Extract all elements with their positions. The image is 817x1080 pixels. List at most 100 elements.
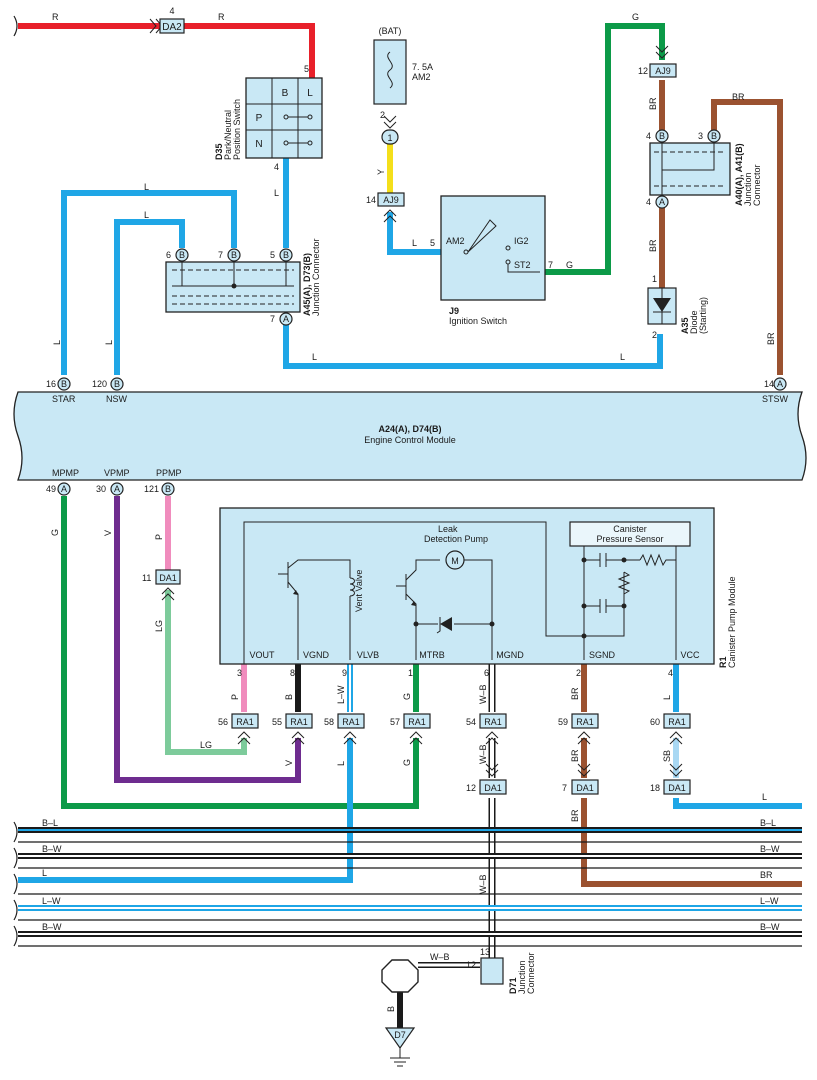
svg-text:A: A — [283, 314, 289, 324]
svg-text:W–B: W–B — [478, 684, 488, 704]
d35-park-neutral-switch: B L P N 5 4 D35 Park/Neutral Position Sw… — [214, 64, 323, 172]
svg-text:BR: BR — [760, 870, 773, 880]
svg-text:8: 8 — [290, 668, 295, 678]
svg-text:B: B — [114, 379, 120, 389]
svg-text:B: B — [711, 131, 717, 141]
svg-text:L–W: L–W — [336, 685, 346, 704]
svg-text:Detection Pump: Detection Pump — [424, 534, 488, 544]
break-marks — [13, 15, 18, 947]
svg-text:9: 9 — [342, 668, 347, 678]
svg-text:D35: D35 — [214, 143, 224, 160]
svg-text:A40(A), A41(B): A40(A), A41(B) — [734, 143, 744, 206]
connector-aj9-left: AJ9 14 — [366, 192, 405, 223]
svg-text:1: 1 — [387, 133, 392, 143]
svg-text:AM2: AM2 — [412, 72, 431, 82]
svg-text:4: 4 — [646, 131, 651, 141]
wire-g-mpmp — [61, 496, 419, 809]
svg-text:B–W: B–W — [42, 844, 62, 854]
svg-text:VLVB: VLVB — [357, 650, 379, 660]
d71-junction-connector: 13 12 D71 Junction Connector — [466, 947, 536, 994]
svg-text:SGND: SGND — [589, 650, 616, 660]
connector-aj9-right: AJ9 12 — [638, 45, 677, 78]
svg-text:LG: LG — [154, 620, 164, 632]
svg-text:L: L — [144, 182, 149, 192]
svg-text:AM2: AM2 — [446, 236, 465, 246]
svg-text:(BAT): (BAT) — [379, 26, 402, 36]
svg-text:B: B — [165, 484, 171, 494]
svg-text:RA1: RA1 — [576, 717, 594, 727]
svg-text:B: B — [659, 131, 665, 141]
svg-text:11: 11 — [142, 573, 151, 583]
svg-text:4: 4 — [668, 668, 673, 678]
svg-text:L: L — [52, 340, 62, 345]
svg-text:P: P — [230, 694, 240, 700]
connector-da2: DA2 4 — [149, 6, 185, 34]
svg-text:L: L — [620, 352, 625, 362]
ground-splice — [381, 959, 419, 993]
svg-text:13: 13 — [480, 947, 490, 957]
svg-text:B: B — [283, 250, 289, 260]
svg-text:DA1: DA1 — [576, 783, 594, 793]
ground-d7: D7 — [384, 1027, 416, 1067]
svg-text:AJ9: AJ9 — [383, 195, 399, 205]
svg-text:AJ9: AJ9 — [655, 66, 671, 76]
svg-text:Canister: Canister — [613, 524, 647, 534]
svg-text:L: L — [144, 210, 149, 220]
svg-text:L: L — [104, 340, 114, 345]
svg-text:RA1: RA1 — [408, 717, 426, 727]
svg-text:1: 1 — [652, 274, 657, 284]
svg-text:Y: Y — [376, 169, 386, 175]
engine-control-module: A24(A), D74(B) Engine Control Module B B… — [13, 377, 807, 496]
fuse-am2: (BAT) 7. 5A AM2 2 1 — [373, 26, 433, 145]
svg-text:Ignition Switch: Ignition Switch — [449, 316, 507, 326]
svg-text:Pressure Sensor: Pressure Sensor — [596, 534, 663, 544]
wire-l-star — [61, 190, 237, 375]
svg-text:N: N — [255, 139, 262, 150]
svg-text:56: 56 — [218, 717, 228, 727]
svg-text:L: L — [42, 868, 47, 878]
svg-text:D71: D71 — [508, 977, 518, 994]
svg-text:L: L — [336, 761, 346, 766]
svg-text:Junction: Junction — [517, 960, 527, 994]
a35-diode-starting: 1 2 A35 Diode (Starting) — [647, 274, 708, 340]
svg-text:Vent Valve: Vent Valve — [354, 570, 364, 612]
svg-text:58: 58 — [324, 717, 334, 727]
bus-separators — [18, 841, 802, 947]
svg-text:L–W: L–W — [42, 896, 61, 906]
svg-text:A45(A), D73(B): A45(A), D73(B) — [302, 253, 312, 316]
svg-text:4: 4 — [169, 6, 174, 16]
svg-text:B: B — [61, 379, 67, 389]
svg-text:A: A — [777, 379, 783, 389]
svg-text:Leak: Leak — [438, 524, 458, 534]
svg-text:R: R — [218, 12, 225, 22]
svg-text:2: 2 — [652, 330, 657, 340]
svg-text:MTRB: MTRB — [419, 650, 445, 660]
wire-lg — [165, 590, 247, 755]
svg-text:5: 5 — [304, 64, 309, 74]
svg-text:L: L — [762, 792, 767, 802]
svg-text:Canister Pump Module: Canister Pump Module — [727, 576, 737, 668]
svg-text:B–L: B–L — [42, 818, 58, 828]
wire-l-vcc-bus — [673, 798, 802, 809]
connector-da1-ppmp: DA1 11 — [142, 569, 181, 601]
svg-text:B–W: B–W — [760, 922, 780, 932]
svg-text:G: G — [402, 693, 412, 700]
svg-text:7: 7 — [270, 314, 275, 324]
svg-text:B: B — [179, 250, 185, 260]
wire-r-top — [18, 23, 315, 78]
svg-text:G: G — [50, 529, 60, 536]
svg-text:DA1: DA1 — [668, 783, 686, 793]
svg-text:3: 3 — [237, 668, 242, 678]
svg-text:VPMP: VPMP — [104, 468, 130, 478]
svg-text:ST2: ST2 — [514, 260, 531, 270]
wire-l-vlvb-bus — [18, 738, 353, 883]
svg-text:Junction: Junction — [743, 172, 753, 206]
svg-text:RA1: RA1 — [290, 717, 308, 727]
svg-text:LG: LG — [200, 740, 212, 750]
svg-text:BR: BR — [570, 809, 580, 822]
svg-text:A: A — [114, 484, 120, 494]
